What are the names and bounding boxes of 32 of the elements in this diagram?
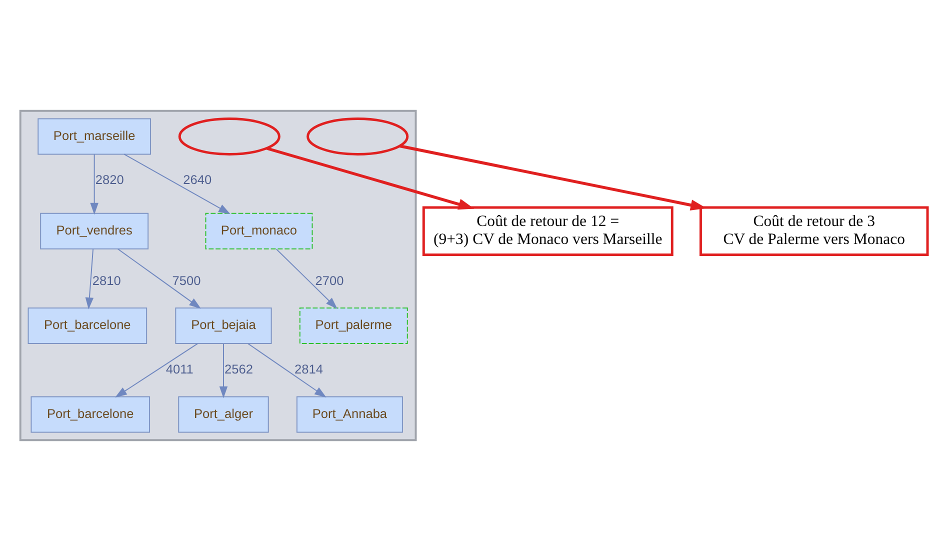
node-box: Port_bejaia [175, 307, 272, 344]
arrow [219, 342, 228, 398]
node-box: Port_alger [178, 396, 269, 432]
cluster [19, 109, 417, 441]
arrow [266, 146, 474, 210]
arrow [85, 248, 94, 309]
node-ellipse [178, 116, 280, 155]
arrow [124, 153, 230, 214]
edge-label: 2640 [183, 172, 212, 187]
edge-label: 2562 [224, 361, 254, 376]
edge-label: 7500 [172, 272, 201, 288]
edge-label: 4011 [166, 361, 194, 376]
node-box: Port_vendres [40, 212, 149, 249]
node-box: Coût de retour de 12 = (9+3) CV de Monaco vers Marseille [422, 206, 674, 256]
arrow [399, 144, 706, 210]
edge-label: 2820 [95, 172, 124, 187]
arrow [117, 248, 202, 308]
node-box: Port_barcelone [28, 307, 148, 344]
edge-label: 2814 [294, 361, 324, 376]
arrow [90, 153, 98, 214]
arrow [115, 342, 198, 397]
node-box: Port_marseille [38, 118, 152, 154]
node-box: Port_monaco [205, 212, 313, 249]
node-box: Port_barcelone [30, 396, 150, 432]
node-box: Port_Annaba [296, 396, 403, 432]
edge-label: 2700 [315, 272, 344, 288]
edge-label: 2810 [92, 272, 121, 288]
node-box: Port_palerme [299, 307, 408, 344]
arrow [276, 248, 338, 308]
node-ellipse [306, 116, 409, 155]
arrow [248, 342, 326, 397]
node-box: Coût de retour de 3 CV de Palerme vers Monaco [700, 206, 929, 256]
